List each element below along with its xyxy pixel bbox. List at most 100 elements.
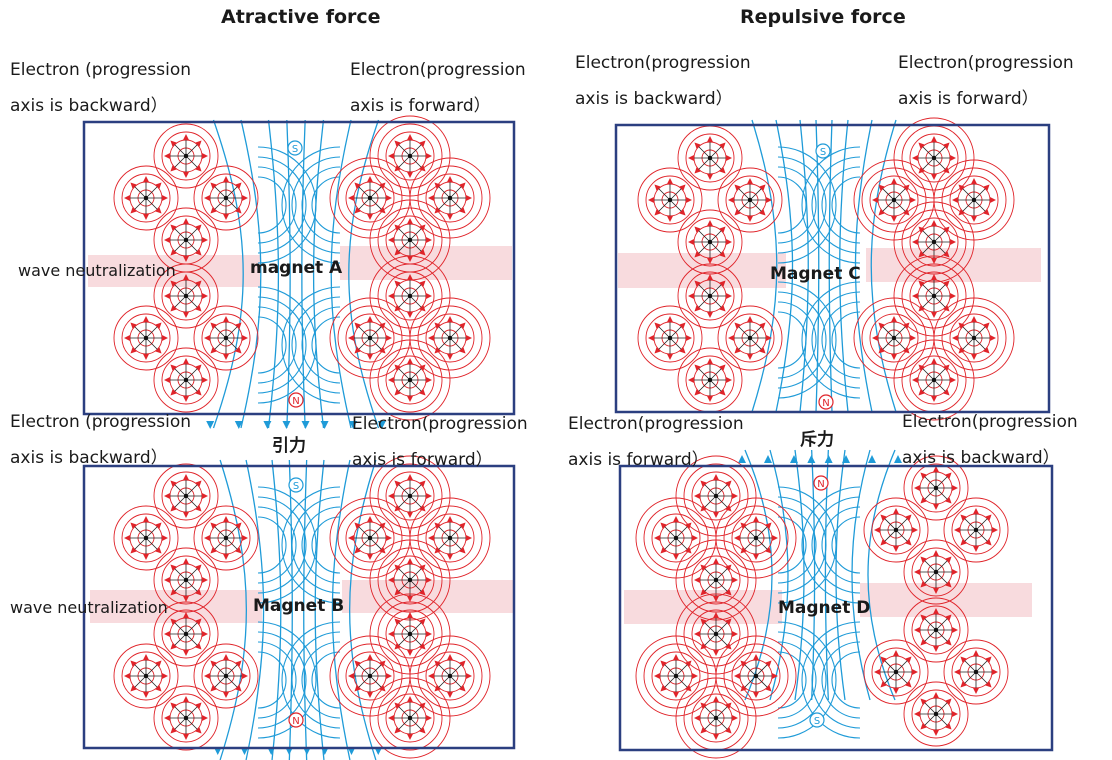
- electron-arrow: [419, 480, 426, 487]
- neutralization-bands: [88, 246, 1041, 624]
- electron-arrow: [210, 182, 217, 189]
- electron-spoke: [755, 675, 770, 690]
- electron-orbit: [417, 505, 483, 571]
- electron-arrow: [124, 673, 130, 679]
- electron-spoke: [715, 717, 730, 732]
- electron-core: [367, 195, 373, 201]
- electron-cluster-icon: [863, 597, 1009, 747]
- electron-spoke: [172, 633, 187, 648]
- magnet-a-label: magnet A: [250, 258, 343, 278]
- electron-spoke: [369, 184, 384, 199]
- electron-orbit: [683, 463, 749, 529]
- electron-arrow: [725, 505, 732, 512]
- field-line: [240, 119, 262, 429]
- electron-orbit: [723, 505, 789, 571]
- electron-arrow: [766, 335, 772, 341]
- electron-spoke: [436, 537, 451, 552]
- electron-arrow: [945, 639, 952, 646]
- electron-arrow: [719, 251, 726, 258]
- electron-orbit: [691, 471, 741, 521]
- electron-spoke: [396, 142, 411, 157]
- electron-arrow: [973, 508, 979, 514]
- electron-arrow: [685, 660, 692, 667]
- electron-arrow: [155, 685, 162, 692]
- electron-core: [707, 239, 713, 245]
- electron-arrow: [732, 493, 738, 499]
- electron-spoke: [409, 142, 424, 157]
- electron-arrow: [713, 596, 719, 602]
- electron-arrow: [143, 654, 149, 660]
- electron-orbit: [871, 505, 921, 555]
- field-loop: [281, 286, 341, 404]
- field-arrow: [377, 421, 386, 429]
- electron-arrow: [759, 347, 766, 354]
- electron-arrow: [688, 239, 694, 245]
- electron-spoke: [702, 482, 717, 497]
- electron-arrow: [700, 505, 707, 512]
- electron-arrow: [195, 480, 202, 487]
- electron-arrow: [918, 251, 925, 258]
- electron-spoke: [975, 516, 990, 531]
- electron-spoke: [449, 675, 464, 690]
- electron-spoke: [172, 495, 187, 510]
- electron-orbit: [685, 355, 735, 405]
- electron-spoke: [709, 295, 724, 310]
- electron-orbit: [121, 651, 171, 701]
- pole-ring: [288, 477, 304, 493]
- electron-spoke: [132, 184, 147, 199]
- electron-orbit: [161, 131, 211, 181]
- electron-spoke: [882, 516, 897, 531]
- electron-arrow: [367, 214, 373, 220]
- electron-arrow: [202, 493, 208, 499]
- electron-spoke: [185, 717, 200, 732]
- field-lines: [206, 119, 902, 760]
- electron-arrow: [195, 702, 202, 709]
- electron-arrow: [903, 347, 910, 354]
- electron-arrow: [905, 539, 912, 546]
- electron-spoke: [933, 241, 948, 256]
- electron-arrow: [960, 656, 967, 663]
- field-loop: [777, 486, 837, 604]
- electron-spoke: [715, 704, 730, 719]
- field-line: [854, 119, 873, 413]
- electron-arrow: [931, 220, 937, 226]
- electron-arrow: [426, 493, 432, 499]
- electron-orbit: [869, 175, 919, 225]
- pole-ring: [818, 394, 834, 410]
- electron-arrow: [204, 535, 210, 541]
- electron-arrow: [367, 176, 373, 182]
- electron-arrow: [388, 631, 394, 637]
- field-loop: [801, 281, 861, 399]
- electron-orbit: [193, 643, 259, 709]
- electron-arrow: [726, 377, 732, 383]
- electron-arrow: [164, 493, 170, 499]
- electron-arrow: [394, 564, 401, 571]
- electron-spoke: [436, 524, 451, 539]
- electron-arrow: [170, 727, 177, 734]
- wave-neutralization-b: wave neutralization: [10, 598, 168, 617]
- electron-core: [753, 673, 759, 679]
- field-loop: [821, 641, 861, 719]
- pole-letter: N: [817, 479, 824, 490]
- electron-spoke: [172, 142, 187, 157]
- wave-neutralization-a: wave neutralization: [18, 261, 176, 280]
- electron-orbit: [377, 463, 443, 529]
- electron-arrow: [694, 577, 700, 583]
- field-loop: [831, 516, 861, 574]
- electron-arrow: [920, 723, 927, 730]
- field-line: [331, 459, 351, 760]
- electron-orbit: [691, 693, 741, 743]
- field-loop: [257, 286, 317, 404]
- electron-core: [747, 335, 753, 341]
- electron-arrow: [183, 474, 189, 480]
- electron-arrow: [162, 673, 168, 679]
- electron-arrow: [447, 316, 453, 322]
- electron-arrow: [707, 220, 713, 226]
- electron-arrow: [394, 165, 401, 172]
- electron-arrow: [943, 389, 950, 396]
- electron-arrow: [426, 293, 432, 299]
- electron-core: [143, 335, 149, 341]
- field-loop: [257, 651, 287, 709]
- electron-spoke: [449, 662, 464, 677]
- field-line: [286, 119, 291, 429]
